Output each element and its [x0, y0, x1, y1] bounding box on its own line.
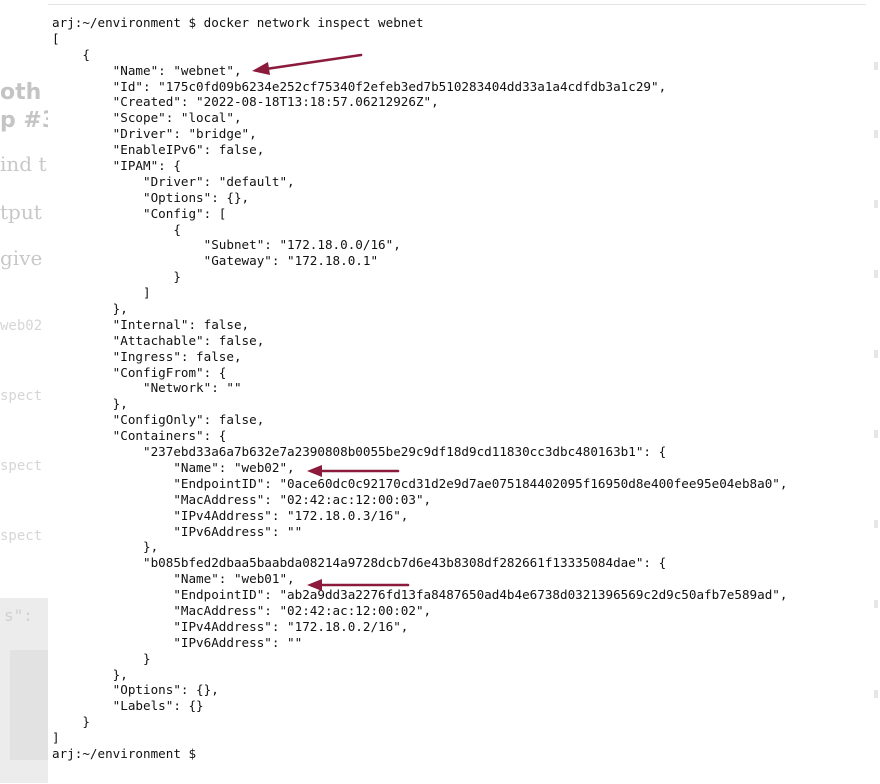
output-line: "Ingress": false,	[52, 348, 242, 364]
output-line: "b085bfed2dbaa5baabda08214a9728dcb7d6e43…	[52, 555, 667, 571]
output-line: "237ebd33a6a7b632e7a2390808b0055be29c9df…	[52, 444, 667, 460]
terminal-window[interactable]: arj:~/environment $ docker network inspe…	[48, 4, 866, 784]
terminal-output[interactable]: arj:~/environment $ docker network inspe…	[48, 5, 866, 762]
output-line: {	[52, 46, 90, 62]
output-line: ]	[52, 730, 60, 746]
right-mark	[874, 600, 878, 608]
right-mark	[874, 350, 878, 358]
output-line: },	[52, 301, 128, 317]
output-line: "EndpointID": "ab2a9dd3a2276fd13fa848765…	[52, 587, 788, 603]
right-mark	[874, 690, 878, 698]
bg-code-4: spect	[0, 528, 43, 544]
output-line: },	[52, 539, 159, 555]
output-line: {	[52, 221, 181, 237]
output-line: [	[52, 30, 60, 46]
bg-code-1: web02	[0, 318, 43, 334]
command-prompt-line: arj:~/environment $ docker network inspe…	[52, 15, 424, 30]
output-line: "IPv4Address": "172.18.0.3/16",	[52, 507, 409, 523]
output-line: "MacAddress": "02:42:ac:12:00:02",	[52, 602, 432, 618]
output-line: "Name": "webnet",	[52, 62, 242, 78]
right-edge-strip	[868, 0, 880, 783]
output-line: "Id": "175c0fd09b6234e252cf75340f2efeb3e…	[52, 78, 667, 94]
output-line: "Created": "2022-08-18T13:18:57.06212926…	[52, 94, 439, 110]
bg-code-block-inner	[10, 650, 48, 760]
output-line: "EndpointID": "0ace60dc0c92170cd31d2e9d7…	[52, 475, 788, 491]
output-line: "Driver": "bridge",	[52, 126, 257, 142]
output-line: "Containers": {	[52, 428, 227, 444]
output-line: "IPv6Address": ""	[52, 634, 303, 650]
output-line: "Driver": "default",	[52, 173, 295, 189]
output-line: "Labels": {}	[52, 698, 204, 714]
output-line: "IPv4Address": "172.18.0.2/16",	[52, 618, 409, 634]
right-mark	[874, 520, 878, 528]
bg-code-2: spect	[0, 388, 43, 404]
right-mark	[874, 62, 878, 70]
json-output: [ { "Name": "webnet", "Id": "175c0fd09b6…	[52, 31, 866, 746]
output-line: "Options": {},	[52, 682, 219, 698]
output-line: }	[52, 269, 181, 285]
output-line: "ConfigFrom": {	[52, 364, 227, 380]
output-line: "Scope": "local",	[52, 110, 242, 126]
output-line: "Attachable": false,	[52, 332, 265, 348]
bg-text-3: give t	[0, 246, 57, 270]
output-line: "Options": {},	[52, 189, 250, 205]
bg-text-2: tput	[0, 200, 42, 224]
right-mark	[874, 270, 878, 278]
output-line: "Config": [	[52, 205, 227, 221]
bg-code-block-label: s":	[4, 606, 33, 625]
output-line: },	[52, 396, 128, 412]
output-line: "Network": ""	[52, 380, 242, 396]
output-line: "ConfigOnly": false,	[52, 412, 265, 428]
final-prompt[interactable]: arj:~/environment $	[52, 745, 197, 761]
bg-heading-2: p #3	[0, 108, 58, 133]
right-mark	[874, 130, 878, 138]
output-line: }	[52, 714, 90, 730]
output-line: "Gateway": "172.18.0.1"	[52, 253, 379, 269]
output-line: "Internal": false,	[52, 316, 250, 332]
right-mark	[874, 430, 878, 438]
output-line: }	[52, 650, 151, 666]
output-line: "Name": "web02",	[52, 459, 295, 475]
output-line: },	[52, 666, 128, 682]
output-line: "Name": "web01",	[52, 571, 295, 587]
bg-text-1: ind t	[0, 152, 47, 176]
output-line: "EnableIPv6": false,	[52, 142, 265, 158]
output-line: "MacAddress": "02:42:ac:12:00:03",	[52, 491, 432, 507]
output-line: "IPAM": {	[52, 158, 181, 174]
bg-code-3: spect	[0, 458, 43, 474]
output-line: "IPv6Address": ""	[52, 523, 303, 539]
output-line: "Subnet": "172.18.0.0/16",	[52, 237, 401, 253]
right-mark	[874, 200, 878, 208]
output-line: ]	[52, 285, 151, 301]
